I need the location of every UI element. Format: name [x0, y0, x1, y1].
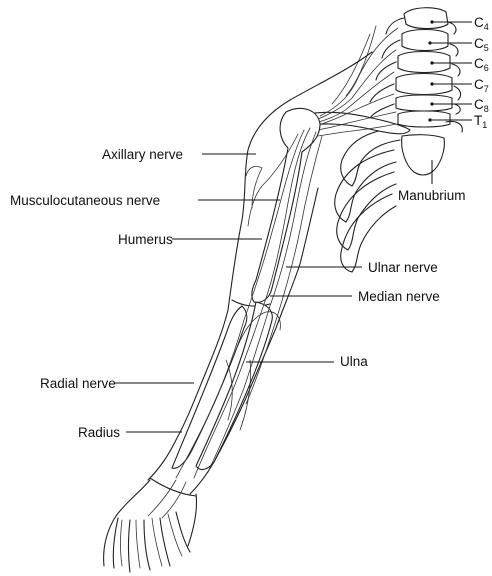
vertebra-c4-label: C4: [474, 15, 489, 32]
median-nerve-label: Median nerve: [358, 289, 440, 304]
label-radial-nerve: Radial nerve: [40, 376, 194, 391]
ulna-label: Ulna: [340, 354, 368, 369]
ulnar-nerve-label: Ulnar nerve: [368, 260, 438, 275]
vertebra-c8-dot: [430, 102, 433, 105]
vertebra-c8-label: C8: [474, 97, 489, 114]
label-axillary-nerve: Axillary nerve: [102, 147, 256, 162]
label-musculocutaneous-nerve: Musculocutaneous nerve: [10, 193, 280, 208]
vertebra-t1-label: T1: [474, 113, 487, 130]
label-median-nerve: Median nerve: [270, 289, 440, 304]
vertebra-c6-dot: [430, 61, 433, 64]
humerus: [252, 108, 320, 302]
vertebra-c5-label: C5: [474, 36, 489, 53]
humerus-label: Humerus: [118, 232, 173, 247]
vertebra-c6-label: C6: [474, 56, 489, 73]
radius-label: Radius: [78, 425, 120, 440]
label-humerus: Humerus: [118, 232, 262, 247]
vertebra-c7-label: C7: [474, 77, 489, 94]
vertebra-t1-dot: [428, 118, 431, 121]
label-ulnar-nerve: Ulnar nerve: [286, 260, 438, 275]
axillary-nerve-label: Axillary nerve: [102, 147, 183, 162]
vertebra-c4-dot: [430, 20, 433, 23]
manubrium-label: Manubrium: [398, 188, 466, 203]
label-manubrium: Manubrium: [398, 160, 466, 203]
vertebra-c7-dot: [430, 82, 433, 85]
radial-nerve-label: Radial nerve: [40, 376, 116, 391]
label-radius: Radius: [78, 425, 182, 440]
manubrium: [402, 135, 445, 175]
vertebra-c5-dot: [428, 41, 431, 44]
cervical-spine: [370, 8, 462, 132]
musculocutaneous-nerve-label: Musculocutaneous nerve: [10, 193, 160, 208]
rib-cage: [335, 128, 400, 272]
